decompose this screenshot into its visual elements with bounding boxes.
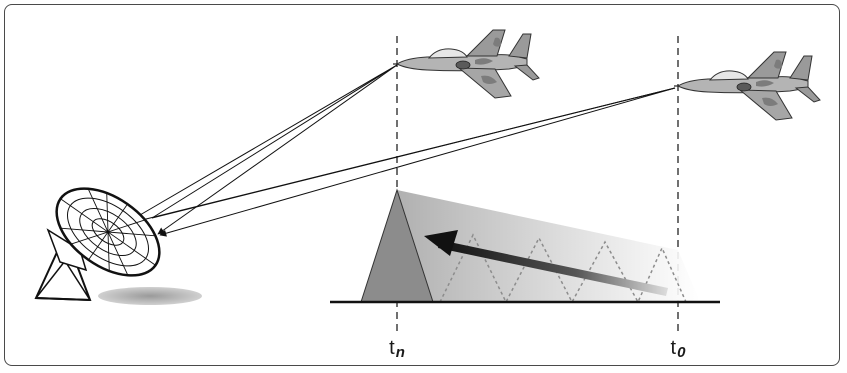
fighter-jet-icon bbox=[392, 29, 540, 99]
pulse-trail bbox=[397, 190, 700, 302]
fighter-jet-icon bbox=[673, 51, 821, 121]
time-label-tn: tn bbox=[389, 337, 405, 361]
radar-dish-icon bbox=[34, 187, 202, 305]
signal-lines bbox=[139, 64, 676, 237]
echo-pulses bbox=[439, 233, 687, 304]
motion-arrow-shaft bbox=[438, 240, 668, 296]
figure-frame bbox=[4, 4, 840, 366]
time-label-t0: t0 bbox=[670, 337, 686, 361]
motion-arrow-head bbox=[424, 230, 458, 256]
